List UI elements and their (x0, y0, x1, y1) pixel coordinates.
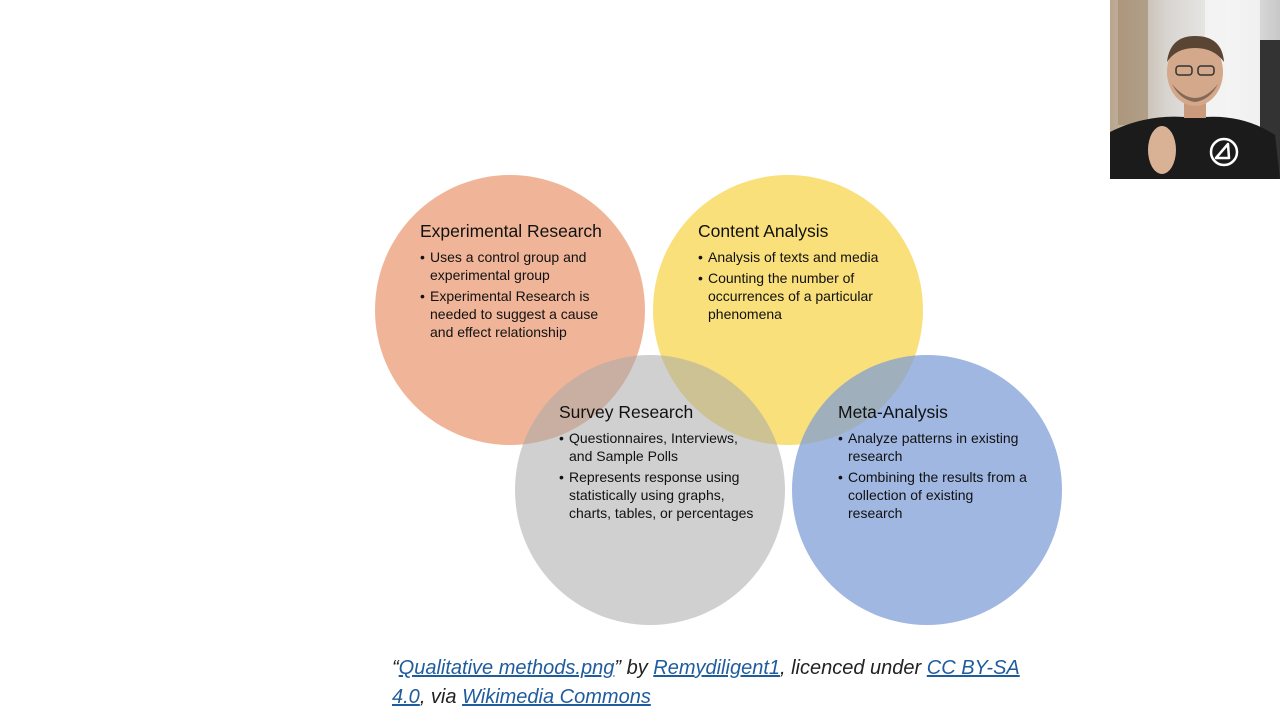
content-analysis-title: Content Analysis (698, 221, 829, 241)
list-item: Experimental Research is needed to sugge… (420, 287, 615, 341)
caption-licence-text: , licenced under (780, 657, 927, 679)
survey-research-block: Survey Research Questionnaires, Intervie… (559, 401, 759, 525)
meta-analysis-title: Meta-Analysis (838, 402, 948, 422)
list-item: Combining the results from a collection … (838, 468, 1028, 522)
meta-analysis-list: Analyze patterns in existing research Co… (838, 429, 1028, 522)
list-item: Represents response using statistically … (559, 468, 759, 522)
caption-open-quote: “ (392, 657, 399, 679)
experimental-research-title: Experimental Research (420, 221, 602, 241)
list-item: Questionnaires, Interviews, and Sample P… (559, 429, 759, 465)
experimental-research-block: Experimental Research Uses a control gro… (420, 220, 615, 344)
curtain-left (1118, 0, 1148, 125)
license-link[interactable]: CC BY-SA 4.0 (392, 657, 1020, 708)
caption-via-text: , via (419, 686, 463, 708)
list-item: Analysis of texts and media (698, 248, 898, 266)
presenter-webcam (1110, 0, 1280, 179)
presenter-hand (1148, 126, 1176, 174)
file-link[interactable]: Qualitative methods.png (398, 657, 615, 679)
content-analysis-block: Content Analysis Analysis of texts and m… (698, 220, 898, 326)
experimental-research-list: Uses a control group and experimental gr… (420, 248, 615, 341)
caption-by-text: ” by (614, 657, 654, 679)
list-item: Counting the number of occurrences of a … (698, 269, 898, 323)
presenter-shirt (1110, 116, 1280, 179)
survey-research-title: Survey Research (559, 402, 694, 422)
commons-link[interactable]: Wikimedia Commons (462, 686, 651, 708)
glasses-right (1197, 65, 1215, 76)
author-link[interactable]: Remydiligent1 (653, 657, 780, 679)
presenter-hair (1167, 36, 1224, 62)
glasses-left (1175, 65, 1193, 76)
list-item: Uses a control group and experimental gr… (420, 248, 615, 284)
content-analysis-list: Analysis of texts and media Counting the… (698, 248, 898, 323)
meta-analysis-block: Meta-Analysis Analyze patterns in existi… (838, 401, 1028, 525)
presenter-logo-icon (1209, 137, 1239, 167)
survey-research-list: Questionnaires, Interviews, and Sample P… (559, 429, 759, 522)
webcam-scene (1110, 0, 1280, 179)
list-item: Analyze patterns in existing research (838, 429, 1028, 465)
presenter-face (1167, 38, 1223, 106)
presenter-beard (1172, 84, 1218, 102)
attribution-caption: “Qualitative methods.png” by Remydiligen… (392, 654, 1052, 712)
